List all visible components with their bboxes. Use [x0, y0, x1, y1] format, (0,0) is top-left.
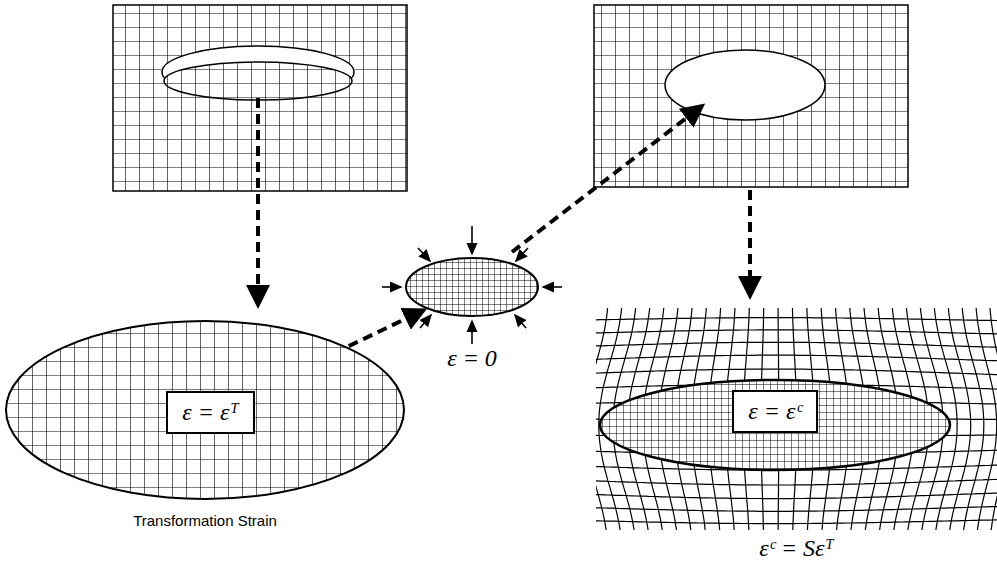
- grid-line: [596, 369, 997, 375]
- transformed-inclusion: Transformation Strainε = εᵀ: [5, 320, 405, 500]
- grid-line: [596, 493, 997, 499]
- matrix-panel: [594, 5, 908, 187]
- constrained-matrix: εᶜ = Sεᵀε = εᶜ: [596, 308, 997, 530]
- strain-label: ε = εᵀ: [182, 399, 238, 426]
- grid-line: [596, 330, 997, 334]
- strain-box: ε = εᵀ: [166, 391, 255, 434]
- caption: εᶜ = Sεᵀ: [759, 535, 834, 562]
- grid-line: [596, 520, 997, 524]
- grid-line: [596, 318, 997, 321]
- distorted-grid: [596, 308, 997, 530]
- grid-line: [596, 506, 997, 511]
- grid-line: [596, 355, 997, 361]
- outline: [405, 257, 539, 317]
- grid-line: [596, 479, 997, 485]
- caption: Transformation Strain: [133, 512, 277, 529]
- strain-box: ε = εᶜ: [732, 390, 818, 433]
- compressed-inclusion: ε = 0: [405, 257, 539, 317]
- grid-line: [596, 342, 997, 347]
- caption: ε = 0: [447, 345, 497, 372]
- traction-arrows: [382, 226, 562, 344]
- strain-label: ε = εᶜ: [748, 398, 801, 425]
